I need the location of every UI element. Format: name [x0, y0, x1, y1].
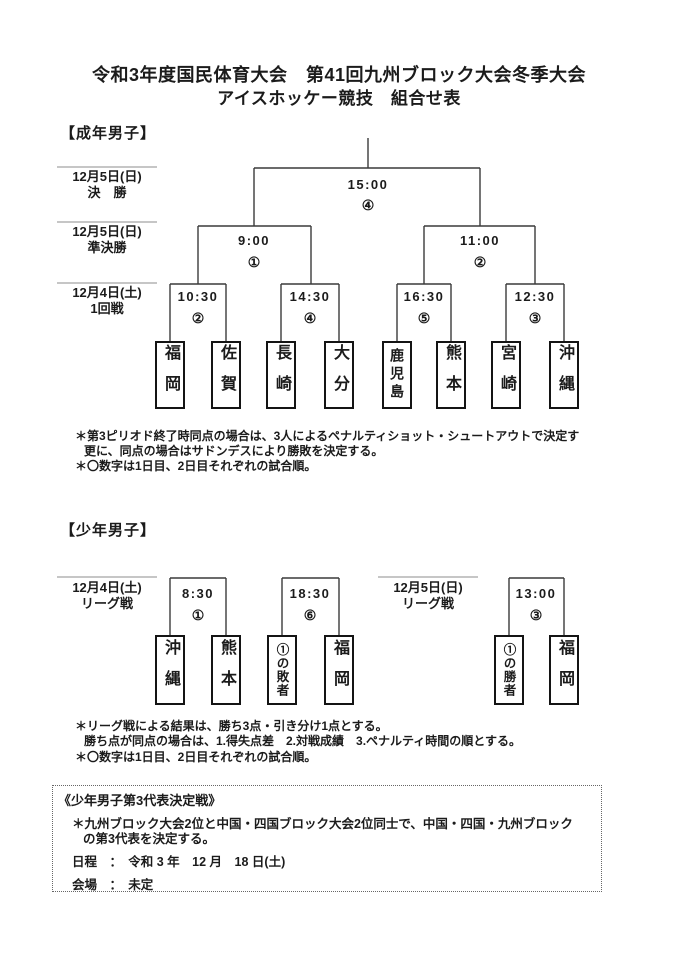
adult-section-heading: 【成年男子】: [60, 125, 157, 142]
team-box-okinawa: 沖縄: [549, 341, 579, 409]
team-name: ①の勝者: [501, 643, 516, 697]
junior-day1-label: 12月4日(土) リーグ戦: [72, 580, 141, 612]
jr-match1-order: ①: [191, 607, 205, 623]
team-name: 福岡: [331, 639, 348, 701]
semi-right-order: ②: [473, 254, 487, 270]
doc-title-line1: 令和3年度国民体育大会 第41回九州ブロック大会冬季大会: [91, 65, 587, 85]
playoff-venue: 会場 ： 未定: [72, 878, 154, 892]
jr-team-box-fukuoka-2: 福岡: [549, 635, 579, 705]
team-name: 宮崎: [498, 344, 515, 406]
team-name: 福岡: [162, 344, 179, 406]
r1-match4-order: ③: [528, 310, 542, 326]
team-box-saga: 佐賀: [211, 341, 241, 409]
round-name: 準決勝: [87, 240, 127, 255]
r1-match4-time: 12:30: [514, 289, 556, 304]
team-box-kumamoto: 熊本: [436, 341, 466, 409]
team-name: 沖縄: [556, 344, 573, 406]
team-name: 鹿児島: [389, 348, 405, 402]
junior-section-heading: 【少年男子】: [60, 522, 157, 539]
team-name: 長崎: [273, 344, 290, 406]
round-date: 12月5日(日): [393, 580, 463, 595]
doc-title-line2: アイスホッケー競技 組合せ表: [217, 89, 461, 108]
adult-note-2: 更に、同点の場合はサドンデスにより勝敗を決定する。: [84, 444, 384, 458]
jr-match3-time: 13:00: [515, 586, 557, 601]
junior-note-3: ＊〇数字は1日目、2日目それぞれの試合順。: [75, 750, 317, 764]
r1-match1-order: ②: [191, 310, 205, 326]
adult-round-first-label: 12月4日(土) 1回戦: [72, 285, 141, 317]
semi-left-order: ①: [247, 254, 261, 270]
r1-match2-order: ④: [303, 310, 317, 326]
team-name: ①の敗者: [274, 643, 289, 697]
r1-match3-order: ⑤: [417, 310, 431, 326]
team-name: 熊本: [218, 639, 235, 701]
playoff-desc-2: の第3代表を決定する。: [83, 832, 215, 846]
r1-match2-time: 14:30: [289, 289, 331, 304]
round-date: 12月5日(日): [72, 169, 142, 184]
round-date: 12月4日(土): [72, 285, 142, 300]
jr-team-box-okinawa: 沖縄: [155, 635, 185, 705]
round-name: 1回戦: [90, 301, 124, 316]
jr-team-box-loser-of-1: ①の敗者: [267, 635, 297, 705]
jr-team-box-fukuoka-1: 福岡: [324, 635, 354, 705]
team-box-fukuoka: 福岡: [155, 341, 185, 409]
playoff-heading: 《少年男子第3代表決定戦》: [58, 793, 222, 808]
team-box-nagasaki: 長崎: [266, 341, 296, 409]
adult-note-1: ＊第3ピリオド終了時同点の場合は、3人によるペナルティショット・シュートアウトで…: [75, 429, 580, 443]
adult-round-final-label: 12月5日(日) 決 勝: [72, 169, 141, 201]
semi-right-time: 11:00: [459, 233, 501, 248]
playoff-desc-1: ＊九州ブロック大会2位と中国・四国ブロック大会2位同士で、中国・四国・九州ブロッ…: [72, 817, 573, 831]
r1-match3-time: 16:30: [403, 289, 445, 304]
final-time: 15:00: [347, 177, 389, 192]
team-name: 佐賀: [218, 344, 235, 406]
team-box-oita: 大分: [324, 341, 354, 409]
team-box-miyazaki: 宮崎: [491, 341, 521, 409]
jr-match3-order: ③: [529, 607, 543, 623]
semi-left-time: 9:00: [237, 233, 271, 248]
team-box-kagoshima: 鹿児島: [382, 341, 412, 409]
r1-match1-time: 10:30: [177, 289, 219, 304]
round-date: 12月5日(日): [72, 224, 142, 239]
jr-match6-order: ⑥: [303, 607, 317, 623]
final-order: ④: [361, 197, 375, 213]
round-date: 12月4日(土): [72, 580, 142, 595]
jr-team-box-kumamoto: 熊本: [211, 635, 241, 705]
team-name: 熊本: [443, 344, 460, 406]
jr-match6-time: 18:30: [289, 586, 331, 601]
round-name: リーグ戦: [401, 596, 455, 611]
third-place-playoff-box: 《少年男子第3代表決定戦》 ＊九州ブロック大会2位と中国・四国ブロック大会2位同…: [52, 785, 602, 892]
round-name: 決 勝: [87, 185, 127, 200]
adult-note-3: ＊〇数字は1日目、2日目それぞれの試合順。: [75, 459, 317, 473]
team-name: 大分: [331, 344, 348, 406]
playoff-schedule: 日程 ： 令和 3 年 12 月 18 日(土): [72, 855, 286, 869]
jr-team-box-winner-of-1: ①の勝者: [494, 635, 524, 705]
round-name: リーグ戦: [80, 596, 134, 611]
junior-day2-label: 12月5日(日) リーグ戦: [393, 580, 462, 612]
adult-round-semi-label: 12月5日(日) 準決勝: [72, 224, 141, 256]
junior-note-1: ＊リーグ戦による結果は、勝ち3点・引き分け1点とする。: [75, 719, 388, 733]
junior-note-2: 勝ち点が同点の場合は、1.得失点差 2.対戦成績 3.ペナルティ時間の順とする。: [84, 734, 521, 748]
team-name: 福岡: [556, 639, 573, 701]
jr-match1-time: 8:30: [181, 586, 215, 601]
team-name: 沖縄: [162, 639, 179, 701]
